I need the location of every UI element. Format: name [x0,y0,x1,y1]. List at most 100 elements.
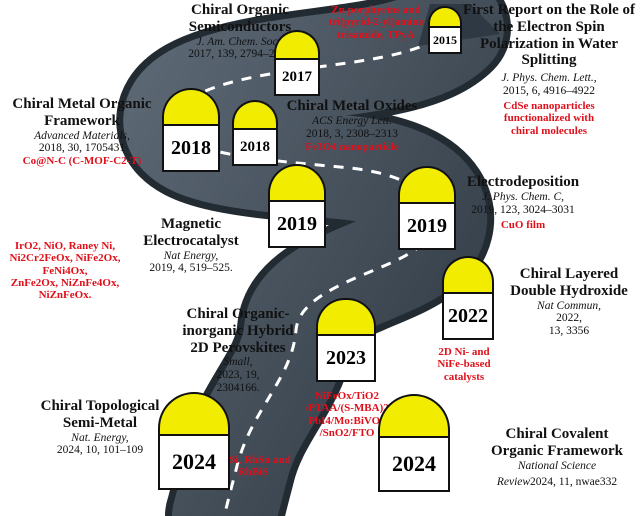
marker-year: 2019 [268,200,326,248]
milestone-title: Chiral Covalent [505,426,609,442]
milestone-title: Semiconductors [188,18,292,35]
milestone-marker-2019-a: 2019 [268,164,326,248]
lane-marking [173,26,454,516]
milestone-title: Magnetic [161,216,221,232]
milestone-marker-2018-a: 2018 [162,88,220,172]
materials-text: /PTAA/(S-MBA)2 [305,402,389,415]
marker-cap [158,392,230,436]
milestone-title: Splitting [521,52,577,69]
milestone-title: Polarization in Water [479,35,619,52]
marker-year: 2024 [158,434,230,490]
marker-cap [162,88,220,126]
milestone-details: 2023, 19, [216,369,260,382]
materials-text: Ni2Cr2FeOx, NiFe2Ox, FeNi4Ox, [9,252,121,277]
milestone-title: Chiral Metal Organic [12,96,152,112]
milestone-organic-semiconductors: Chiral Organic Semiconductors J. Am. Che… [160,2,320,61]
materials-text: 2D Ni- and [438,346,490,358]
materials-text: tri(pyrid-2-yl)amine [328,16,424,29]
marker-cap [378,394,450,438]
marker-cap [442,256,494,294]
milestone-title: Electrocatalyst [143,232,239,249]
milestone-journal: J. Am. Chem. Soc., [196,35,284,48]
milestone-marker-2018-b: 2018 [232,100,278,166]
milestone-materials-2023: NiFeOx/TiO2 /PTAA/(S-MBA)2 PbI4/Mo:BiVO4… [298,390,396,439]
milestone-marker-2019-b: 2019 [398,166,456,250]
marker-cap [232,100,278,130]
marker-year: 2018 [232,128,278,166]
materials-text: RhBiS [237,466,269,479]
milestone-title: inorganic Hybrid [182,322,294,339]
materials-text: IrO2, NiO, Raney Ni, [14,240,116,252]
materials-text: trisamide, TPyA [337,28,415,41]
milestone-title: Framework [44,112,120,129]
milestone-electrodeposition: Electrodeposition J. Phys. Chem. C, 2019… [448,174,598,231]
milestone-details: 2017, 139, 2794–2798 [188,48,292,61]
milestone-title: Electrodeposition [466,174,580,190]
milestone-materials-2022: 2D Ni- and NiFe-based catalysts [418,346,510,383]
milestone-details: 2304166. [216,382,260,395]
milestone-journal: J. Phys. Chem. C, [481,190,565,203]
milestone-journal: Review [496,476,531,489]
milestone-layered-double-hydroxide: Chiral Layered Double Hydroxide Nat Comm… [498,266,640,338]
milestone-title: Chiral Topological [40,398,160,414]
marker-cap [274,30,320,60]
marker-year: 2019 [398,202,456,250]
milestone-covalent-organic-framework: Chiral Covalent Organic Framework Nation… [474,426,640,490]
materials-text: chiral molecules [510,124,588,137]
milestone-magnetic-electrocatalyst: Magnetic Electrocatalyst Nat Energy, 201… [116,216,266,275]
milestone-title: First Report on the Role of [462,2,636,18]
milestone-details: 13, 3356 [548,325,590,338]
materials-text: Fe3O4 nanoparticle [305,140,399,153]
milestone-materials-2024: RhSi, RhSn and RhBiS [206,454,300,479]
materials-text: NiFe-based [437,358,491,371]
milestone-details: 2022, [556,312,582,325]
milestone-title: the Electron Spin [493,18,605,35]
materials-text: NiFeOx/TiO2 [315,390,379,402]
milestone-marker-2024-a: 2024 [158,392,230,490]
milestone-title: Chiral Organic [191,2,289,18]
materials-text: Zn porphyrins and [331,4,421,16]
milestone-details: 2019, 123, 3024–3031 [471,203,575,216]
milestone-title: Double Hydroxide [510,282,628,299]
milestone-details: 2024, 11, nwae332 [530,476,618,489]
marker-year: 2015 [428,26,462,54]
milestone-title: Chiral Layered [519,266,619,282]
milestone-journal: Small, [223,356,253,369]
milestone-journal: Nat Commun, [537,299,601,312]
milestone-hybrid-perovskites: Chiral Organic- inorganic Hybrid 2D Pero… [164,306,312,395]
materials-text: NiZnFeOx. [38,289,92,302]
marker-year: 2023 [316,334,376,382]
milestone-topological-semimetal: Chiral Topological Semi-Metal Nat. Energ… [20,398,180,457]
milestone-materials-2019: IrO2, NiO, Raney Ni, Ni2Cr2FeOx, NiFe2Ox… [0,240,130,302]
milestone-journal: National Science [517,459,597,472]
materials-text: catalysts [443,370,485,383]
milestone-marker-2017: 2017 [274,30,320,96]
milestone-marker-2015: 2015 [428,6,462,54]
milestone-first-report: First Report on the Role of the Electron… [458,2,640,137]
milestone-marker-2022: 2022 [442,256,494,340]
milestone-journal: J. Phys. Chem. Lett., [501,72,597,85]
milestone-journal: Nat Energy, [163,249,219,262]
milestone-metal-oxides: Chiral Metal Oxides ACS Energy Lett. 201… [282,98,422,153]
milestone-title: Semi-Metal [62,414,138,431]
milestone-title: Organic Framework [490,442,624,459]
marker-cap [398,166,456,204]
materials-text: Co@N-C (C-MOF-C2-T) [22,155,142,168]
milestone-marker-2023: 2023 [316,298,376,382]
materials-text: RhSi, RhSn and [215,454,291,466]
materials-text: functionalized with [503,112,595,125]
marker-year: 2017 [274,58,320,96]
milestone-title: Chiral Organic- [186,306,290,322]
materials-text: CdSe nanoparticles [503,99,595,112]
marker-cap [316,298,376,336]
milestone-details: 2019, 4, 519–525. [149,262,233,275]
marker-year: 2022 [442,292,494,340]
materials-text: /SnO2/FTO [319,426,375,439]
marker-year: 2024 [378,436,450,492]
milestone-metal-organic-framework: Chiral Metal Organic Framework Advanced … [6,96,158,168]
milestone-details: 2018, 3, 2308–2313 [306,127,398,140]
milestone-details: 2018, 30, 1705431 [38,142,126,155]
marker-cap [428,6,462,28]
marker-year: 2018 [162,124,220,172]
